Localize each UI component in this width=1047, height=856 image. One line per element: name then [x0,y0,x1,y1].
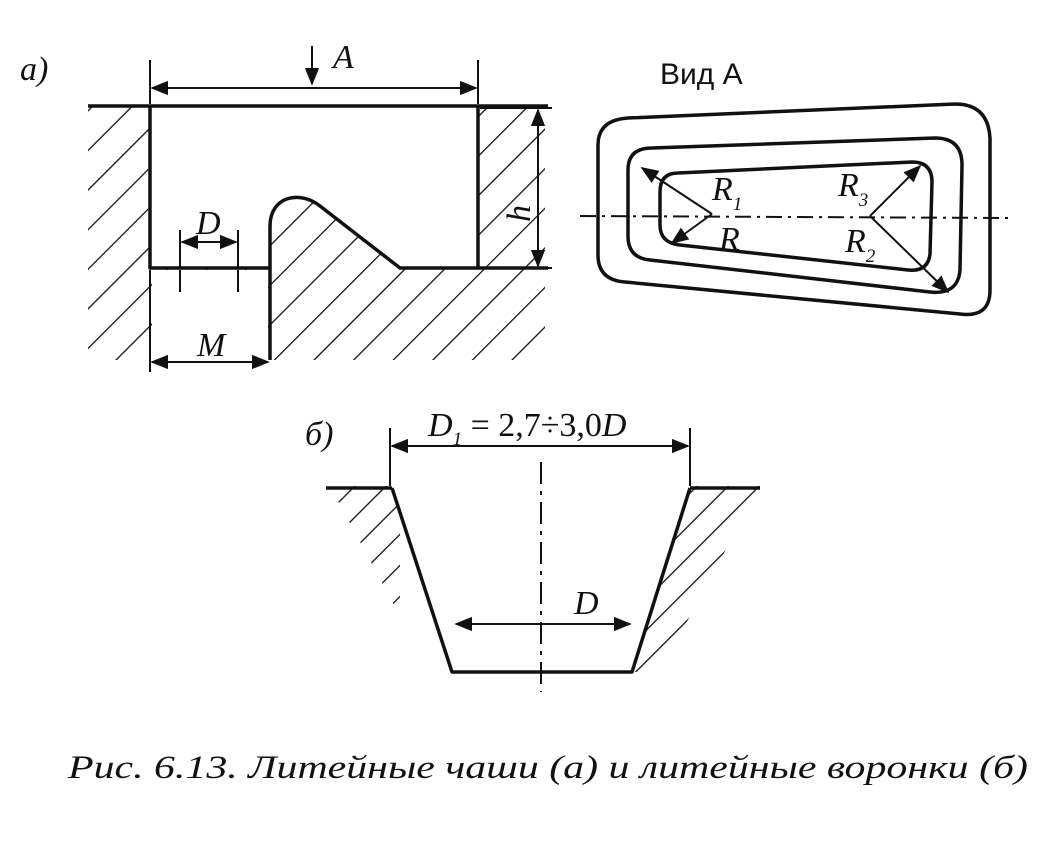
panel-label-b: б) [305,416,333,453]
view-centerline [579,215,1011,219]
radius-r-label: R [718,221,740,258]
dim-m-label: M [196,327,227,364]
radius-r2-label: R2 [844,223,876,267]
radius-r1-label: R1 [711,171,742,215]
cup-right-wall-and-dam [268,106,480,360]
radius-r3-label: R3 [837,167,868,211]
casting-funnel-section: б) D1 = 2,7÷3,0D D [305,407,760,692]
panel-label-a: а) [20,51,48,88]
funnel-right-hatching [632,486,760,672]
sprue-opening [152,270,268,370]
radius-r2-arrow [869,215,950,294]
figure-caption: Рис. 6.13. Литейные чаши (а) и литейные … [67,750,1028,786]
dim-d-label: D [195,205,221,242]
radius-r1-arrow [640,167,713,215]
funnel-left-hatching [330,486,400,672]
cup-left-wall [148,106,270,270]
dim-h-label: h [501,205,538,222]
dim-d-funnel-label: D [573,585,599,622]
view-middle-contour [626,136,964,295]
radius-r3-arrow [869,164,922,217]
dim-d1-label: D1 = 2,7÷3,0D [427,407,627,450]
casting-cup-section: а) A h D M [20,39,552,372]
radius-r-arrow [670,213,713,245]
dim-a-label: A [331,39,354,76]
view-outer-contour [596,102,992,317]
view-a-title: Вид А [660,58,743,91]
view-a-plan: Вид А R1 R R3 R2 [579,58,1011,317]
view-inner-contour [658,160,934,272]
